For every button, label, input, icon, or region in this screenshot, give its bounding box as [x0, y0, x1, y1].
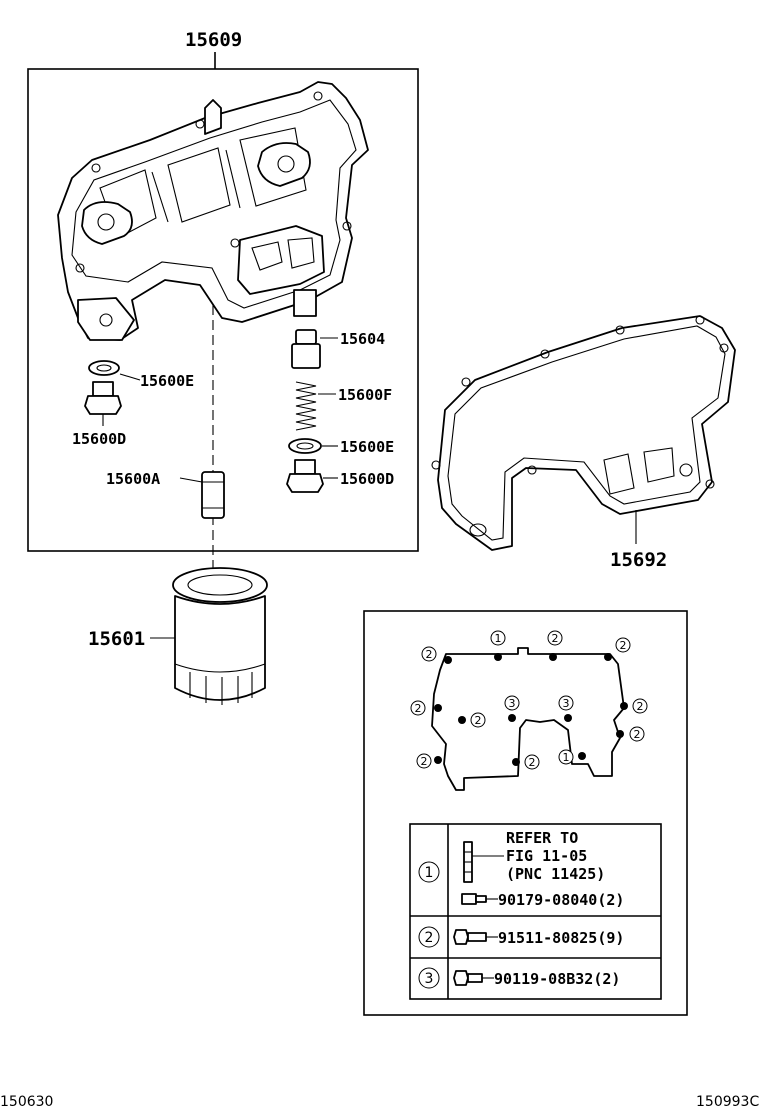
bolt-table-row-3: 3 90119-08B32(2): [418, 967, 620, 989]
bolt-marker: 2: [629, 726, 645, 742]
svg-text:1: 1: [425, 865, 434, 881]
washer-15600e-right: [288, 438, 322, 454]
svg-text:90179-08040(2): 90179-08040(2): [498, 891, 624, 909]
oil-cooler-housing: [57, 81, 369, 341]
label-15600d-right[interactable]: 15600D: [340, 470, 394, 488]
label-15692[interactable]: 15692: [610, 549, 667, 571]
label-15609[interactable]: 15609: [185, 29, 242, 51]
label-15600d-left[interactable]: 15600D: [72, 430, 126, 448]
bolt-marker: 2: [524, 754, 540, 770]
label-15600e-left[interactable]: 15600E: [140, 372, 194, 390]
svg-text:2: 2: [425, 930, 434, 946]
bolt-table: 1 REFER TO FIG 11-05 (PNC 11425) 90179-0…: [409, 823, 662, 1000]
bolt-marker: 1: [490, 630, 506, 646]
label-15600f[interactable]: 15600F: [338, 386, 392, 404]
svg-text:91511-80825(9): 91511-80825(9): [498, 929, 624, 947]
bolt-table-row-2: 2 91511-80825(9): [418, 926, 624, 948]
svg-text:3: 3: [425, 971, 434, 987]
oil-filter-15601: [172, 567, 268, 705]
bolt-marker: 2: [470, 712, 486, 728]
bolt-marker: 3: [558, 695, 574, 711]
label-15604[interactable]: 15604: [340, 330, 385, 348]
valve-15604: [291, 329, 321, 369]
bolt-marker: 2: [416, 753, 432, 769]
footer-left-code: 150630: [0, 1094, 53, 1110]
svg-text:2: 2: [620, 639, 627, 652]
bolt-marker: 2: [421, 646, 437, 662]
bolt-marker: 1: [558, 749, 574, 765]
svg-text:FIG 11-05: FIG 11-05: [506, 847, 587, 865]
washer-15600e-left: [88, 360, 120, 376]
svg-text:(PNC 11425): (PNC 11425): [506, 865, 605, 883]
bolt-marker: 2: [632, 698, 648, 714]
svg-text:REFER TO: REFER TO: [506, 829, 578, 847]
svg-text:2: 2: [637, 700, 644, 713]
footer-right-code: 150993C: [696, 1094, 759, 1110]
plug-15600d-left: [84, 381, 122, 415]
spring-15600f: [295, 381, 317, 431]
svg-text:3: 3: [563, 697, 570, 710]
pipe-15600a: [201, 471, 225, 519]
bolt-marker: 2: [410, 700, 426, 716]
svg-text:2: 2: [421, 755, 428, 768]
svg-text:2: 2: [415, 702, 422, 715]
svg-text:1: 1: [563, 751, 570, 764]
svg-text:2: 2: [475, 714, 482, 727]
svg-text:2: 2: [529, 756, 536, 769]
svg-text:2: 2: [552, 632, 559, 645]
svg-text:2: 2: [634, 728, 641, 741]
assembly-frame: [27, 68, 419, 552]
label-15600e-right[interactable]: 15600E: [340, 438, 394, 456]
bolt-marker: 2: [615, 637, 631, 653]
bolt-marker: 2: [547, 630, 563, 646]
svg-text:90119-08B32(2): 90119-08B32(2): [494, 970, 620, 988]
plug-15600d-right: [286, 459, 324, 493]
svg-text:3: 3: [509, 697, 516, 710]
svg-text:2: 2: [426, 648, 433, 661]
gasket-15692: [431, 315, 736, 551]
label-15601[interactable]: 15601: [88, 628, 145, 650]
label-15600a[interactable]: 15600A: [106, 470, 160, 488]
bolt-table-row-1: 1 REFER TO FIG 11-05 (PNC 11425) 90179-0…: [418, 829, 624, 909]
bolt-layout-frame: [363, 610, 688, 1016]
svg-text:1: 1: [495, 632, 502, 645]
bolt-marker: 3: [504, 695, 520, 711]
